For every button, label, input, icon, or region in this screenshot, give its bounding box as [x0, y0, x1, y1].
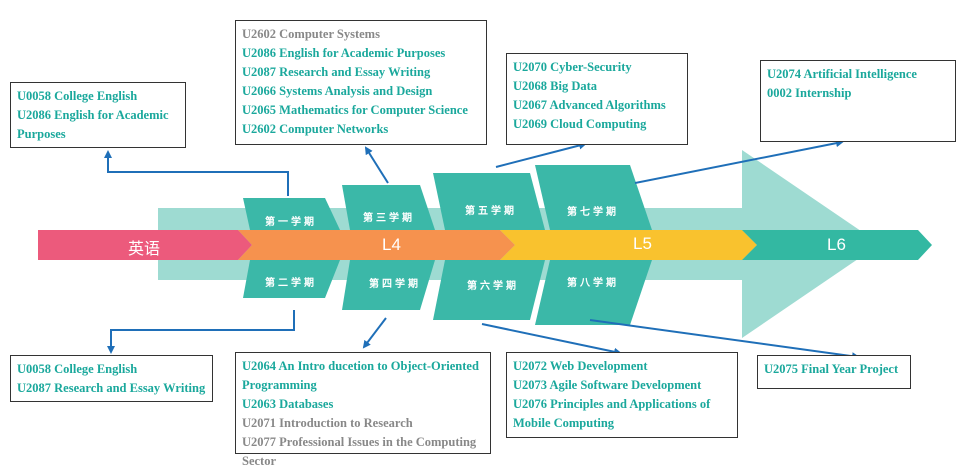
sem4-shape [342, 260, 435, 310]
course-item: U2602 Computer Systems [242, 27, 380, 41]
sem1-label: 第一学期 [265, 217, 317, 228]
sem6-label: 第六学期 [467, 281, 519, 292]
stage-l5-label: L5 [633, 234, 652, 253]
course-item: U2064 An Intro ducetion to Object-Orient… [242, 359, 479, 392]
course-item: U2069 Cloud Computing [513, 117, 647, 131]
course-item: U2072 Web Development [513, 359, 648, 373]
connector-sem8 [589, 319, 860, 361]
course-item: U0058 College English [17, 362, 138, 376]
connector-sem5 [495, 141, 587, 168]
course-item: U2065 Mathematics for Computer Science [242, 103, 468, 117]
course-item: U2074 Artificial Intelligence [767, 67, 917, 81]
sem6-shape [433, 260, 545, 320]
band-l4 [238, 230, 515, 260]
sem5-label: 第五学期 [465, 206, 517, 217]
connectors [104, 139, 860, 361]
connector-sem4 [362, 317, 387, 349]
course-item: U2086 English for Academic Purposes [17, 108, 169, 141]
stage-english-label: 英语 [128, 239, 161, 258]
connector-sem3 [364, 146, 389, 184]
sem7-label: 第七学期 [567, 207, 619, 218]
course-item: U2602 Computer Networks [242, 122, 389, 136]
course-item: U2063 Databases [242, 397, 334, 411]
course-item: U2066 Systems Analysis and Design [242, 84, 433, 98]
connector-sem1 [104, 150, 289, 196]
course-item: U2077 Professional Issues in the Computi… [242, 435, 477, 468]
course-item: U2067 Advanced Algorithms [513, 98, 666, 112]
sem7-shape [535, 165, 652, 230]
band-l6 [742, 230, 932, 260]
course-item: U0058 College English [17, 89, 138, 103]
connector-sem7 [634, 139, 844, 184]
course-box-sem8: U2075 Final Year Project [757, 355, 911, 389]
sem8-shape [535, 260, 652, 325]
sem3-shape [342, 185, 435, 230]
course-item: U2087 Research and Essay Writing [242, 65, 431, 79]
sem2-label: 第二学期 [265, 278, 317, 289]
sem5-shape [433, 173, 545, 230]
sem2-shape [243, 260, 340, 298]
course-item: U2086 English for Academic Purposes [242, 46, 446, 60]
course-item: U2075 Final Year Project [764, 362, 899, 376]
stage-l4-label: L4 [382, 235, 401, 254]
course-item: U2068 Big Data [513, 79, 598, 93]
sem1-shape [243, 198, 340, 230]
course-item: U2070 Cyber-Security [513, 60, 632, 74]
sem8-label: 第八学期 [567, 278, 619, 289]
course-item: 0002 Internship [767, 86, 852, 100]
connector-sem2 [107, 310, 295, 354]
course-item: U2073 Agile Software Development [513, 378, 702, 392]
band-l5 [500, 230, 757, 260]
course-item: U2087 Research and Essay Writing [17, 381, 206, 395]
stage-l6-label: L6 [827, 235, 846, 254]
course-item: U2076 Principles and Applications of Mob… [513, 397, 711, 430]
sem4-label: 第四学期 [369, 279, 421, 290]
course-item: U2071 Introduction to Research [242, 416, 413, 430]
course-box-sem4: U2064 An Intro ducetion to Object-Orient… [235, 352, 491, 468]
sem3-label: 第三学期 [363, 213, 415, 224]
band-english [38, 230, 252, 260]
connector-sem6 [481, 323, 622, 356]
course-box-sem7: U2074 Artificial Intelligence 0002 Intern… [760, 60, 956, 142]
